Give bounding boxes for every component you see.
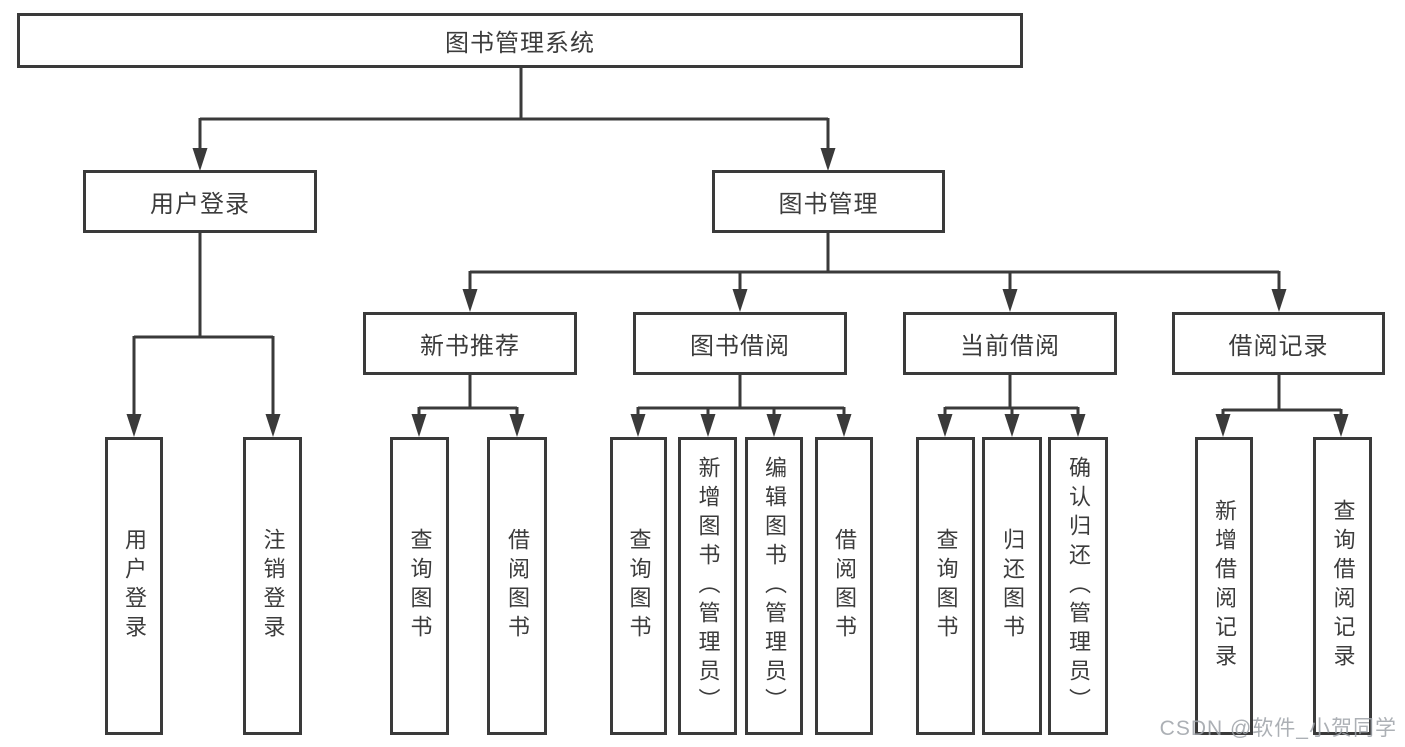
node-label: 借阅记录 (1228, 333, 1329, 360)
node-label: 借阅图书 (505, 528, 530, 644)
leaf-confirm-return-admin: 确认归还（管理员） (1048, 437, 1108, 735)
leaf-add-borrowing-record: 新增借阅记录 (1195, 437, 1253, 735)
node-label: 用户登录 (122, 528, 147, 644)
node-book-management: 图书管理 (712, 170, 945, 233)
node-user-login-branch: 用户登录 (83, 170, 317, 233)
leaf-borrow-books-recommend: 借阅图书 (487, 437, 547, 735)
node-label: 当前借阅 (960, 333, 1060, 360)
node-label: 查询图书 (626, 528, 652, 644)
leaf-query-borrowing-record: 查询借阅记录 (1313, 437, 1372, 735)
node-borrowing-records: 借阅记录 (1172, 312, 1385, 375)
node-label: 编辑图书（管理员） (762, 455, 787, 717)
csdn-watermark: CSDN @软件_小贺同学 (1159, 717, 1397, 740)
node-book-borrowing: 图书借阅 (633, 312, 847, 375)
node-label: 注销登录 (260, 528, 286, 644)
node-label: 图书管理 (778, 191, 879, 218)
leaf-query-books-recommend: 查询图书 (390, 437, 449, 735)
node-new-book-recommendation: 新书推荐 (363, 312, 577, 375)
leaf-borrow-books: 借阅图书 (815, 437, 873, 735)
leaf-logout: 注销登录 (243, 437, 302, 735)
node-label: 查询图书 (407, 528, 433, 644)
node-label: 新增借阅记录 (1212, 499, 1237, 673)
node-label: 新增图书（管理员） (695, 455, 721, 717)
node-label: 确认归还（管理员） (1066, 455, 1091, 717)
node-library-management-system: 图书管理系统 (17, 13, 1023, 68)
leaf-user-login: 用户登录 (105, 437, 163, 735)
node-label: 图书借阅 (690, 333, 790, 360)
leaf-add-books-admin: 新增图书（管理员） (678, 437, 737, 735)
leaf-query-books-current: 查询图书 (916, 437, 975, 735)
node-label: 用户登录 (150, 191, 250, 218)
node-current-borrowing: 当前借阅 (903, 312, 1117, 375)
leaf-return-books: 归还图书 (982, 437, 1042, 735)
node-label: 查询借阅记录 (1330, 499, 1356, 673)
node-label: 图书管理系统 (445, 30, 595, 57)
leaf-edit-books-admin: 编辑图书（管理员） (745, 437, 803, 735)
node-label: 查询图书 (933, 528, 959, 644)
leaf-query-books-borrowing: 查询图书 (610, 437, 667, 735)
node-label: 归还图书 (1000, 528, 1025, 644)
node-label: 借阅图书 (832, 528, 857, 644)
node-label: 新书推荐 (420, 333, 520, 360)
